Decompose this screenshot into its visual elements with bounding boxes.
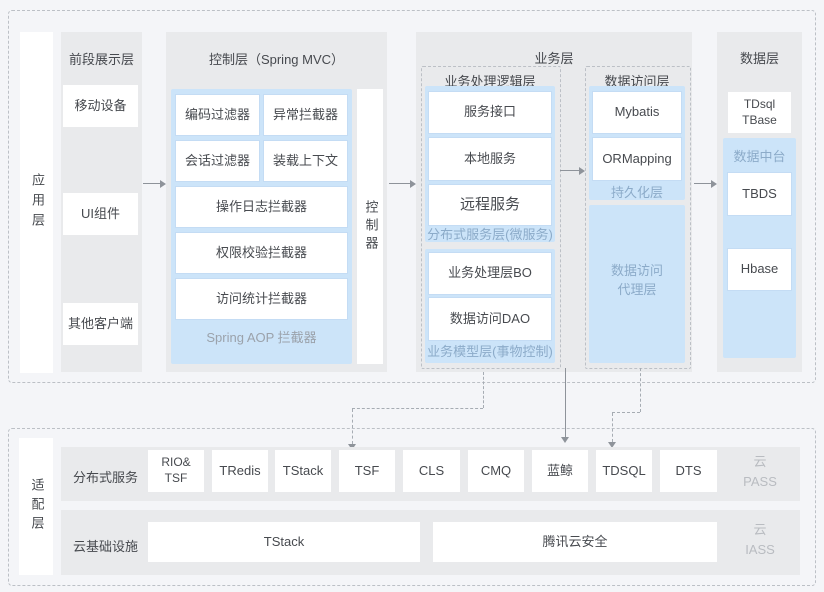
infra-tencent-security-box: 腾讯云安全	[433, 522, 717, 562]
data-access-border	[585, 66, 691, 369]
hbase-box: Hbase	[728, 249, 791, 290]
interceptor-op-log: 操作日志拦截器	[176, 187, 347, 227]
service-tdsql: TDSQL	[596, 450, 652, 492]
business-logic-border	[421, 66, 561, 369]
data-access-proxy-label: 数据访问 代理层	[610, 263, 663, 297]
arrow-business-to-datalayer	[694, 179, 717, 188]
connector-proxy-vert2	[612, 413, 613, 442]
controller-box: 控制器	[357, 89, 383, 364]
adapter-layer-box: 适配层	[19, 438, 53, 575]
mybatis-box: Mybatis	[593, 92, 681, 133]
local-service-box: 本地服务	[429, 138, 551, 180]
persistence-label: 持久化层	[610, 185, 663, 200]
model-layer-label: 业务模型层(事物控制)	[427, 344, 553, 359]
connector-logic-vert1	[483, 372, 484, 408]
ormapping-box: ORMapping	[593, 138, 681, 180]
app-layer-box: 应用层	[20, 32, 53, 373]
microservice-layer-label: 分布式服务层(微服务)	[427, 227, 553, 242]
frontend-item-mobile: 移动设备	[63, 85, 138, 127]
arrow-control-to-business	[389, 179, 416, 188]
service-dts: DTS	[660, 450, 717, 492]
connector-business-arrowhead	[561, 437, 569, 443]
cloud-iass-label: 云 IASS	[745, 522, 775, 557]
cloud-pass-label: 云 PASS	[743, 454, 777, 489]
data-access-dao-box: 数据访问DAO	[429, 298, 551, 340]
frontend-item-other-client: 其他客户端	[63, 303, 138, 345]
connector-logic-vert2	[352, 409, 353, 444]
business-logic-title: 业务处理逻辑层	[444, 74, 536, 89]
aop-label: Spring AOP 拦截器	[206, 330, 317, 345]
interceptor-permission: 权限校验拦截器	[176, 233, 347, 273]
distributed-services-label: 分布式服务	[73, 470, 139, 485]
service-cls: CLS	[403, 450, 460, 492]
service-interface-box: 服务接口	[429, 92, 551, 133]
service-rio-tsf: RIO& TSF	[148, 450, 204, 492]
data-access-title: 数据访问层	[604, 74, 670, 89]
interceptor-access-stats: 访问统计拦截器	[176, 279, 347, 319]
interceptor-exception: 异常拦截器	[264, 95, 347, 135]
data-platform-container	[723, 138, 796, 358]
connector-proxy-horiz	[612, 412, 640, 413]
cloud-infra-label: 云基础设施	[73, 539, 139, 554]
connector-business-vert	[565, 368, 566, 437]
arrow-logic-to-dataaccess	[560, 166, 585, 175]
frontend-layer-title: 前段展示层	[68, 52, 134, 67]
data-layer-title: 数据层	[739, 51, 779, 66]
control-layer-title: 控制层（Spring MVC）	[208, 52, 345, 67]
service-cmq: CMQ	[468, 450, 524, 492]
tbds-box: TBDS	[728, 173, 791, 215]
arrow-frontend-to-control	[143, 179, 166, 188]
connector-proxy-vert1	[640, 368, 641, 412]
service-bluewhale: 蓝鲸	[532, 450, 588, 492]
filter-encoding: 编码过滤器	[176, 95, 259, 135]
tdsql-tbase-box: TDsql TBase	[728, 92, 791, 133]
frontend-item-ui: UI组件	[63, 193, 138, 235]
bottom-section-border	[8, 428, 816, 586]
filter-session: 会话过滤器	[176, 141, 259, 181]
data-platform-label: 数据中台	[733, 149, 786, 164]
service-tstack: TStack	[275, 450, 331, 492]
service-tredis: TRedis	[212, 450, 268, 492]
service-tsf: TSF	[339, 450, 395, 492]
data-access-proxy-box	[589, 205, 685, 363]
connector-proxy-arrowhead	[608, 442, 616, 448]
top-section-border	[8, 10, 816, 383]
business-layer-title: 业务层	[534, 51, 574, 66]
load-context: 装载上下文	[264, 141, 347, 181]
infra-tstack-box: TStack	[148, 522, 420, 562]
connector-logic-horiz	[352, 408, 483, 409]
business-bo-box: 业务处理层BO	[429, 253, 551, 294]
remote-service-box: 远程服务	[429, 185, 551, 225]
